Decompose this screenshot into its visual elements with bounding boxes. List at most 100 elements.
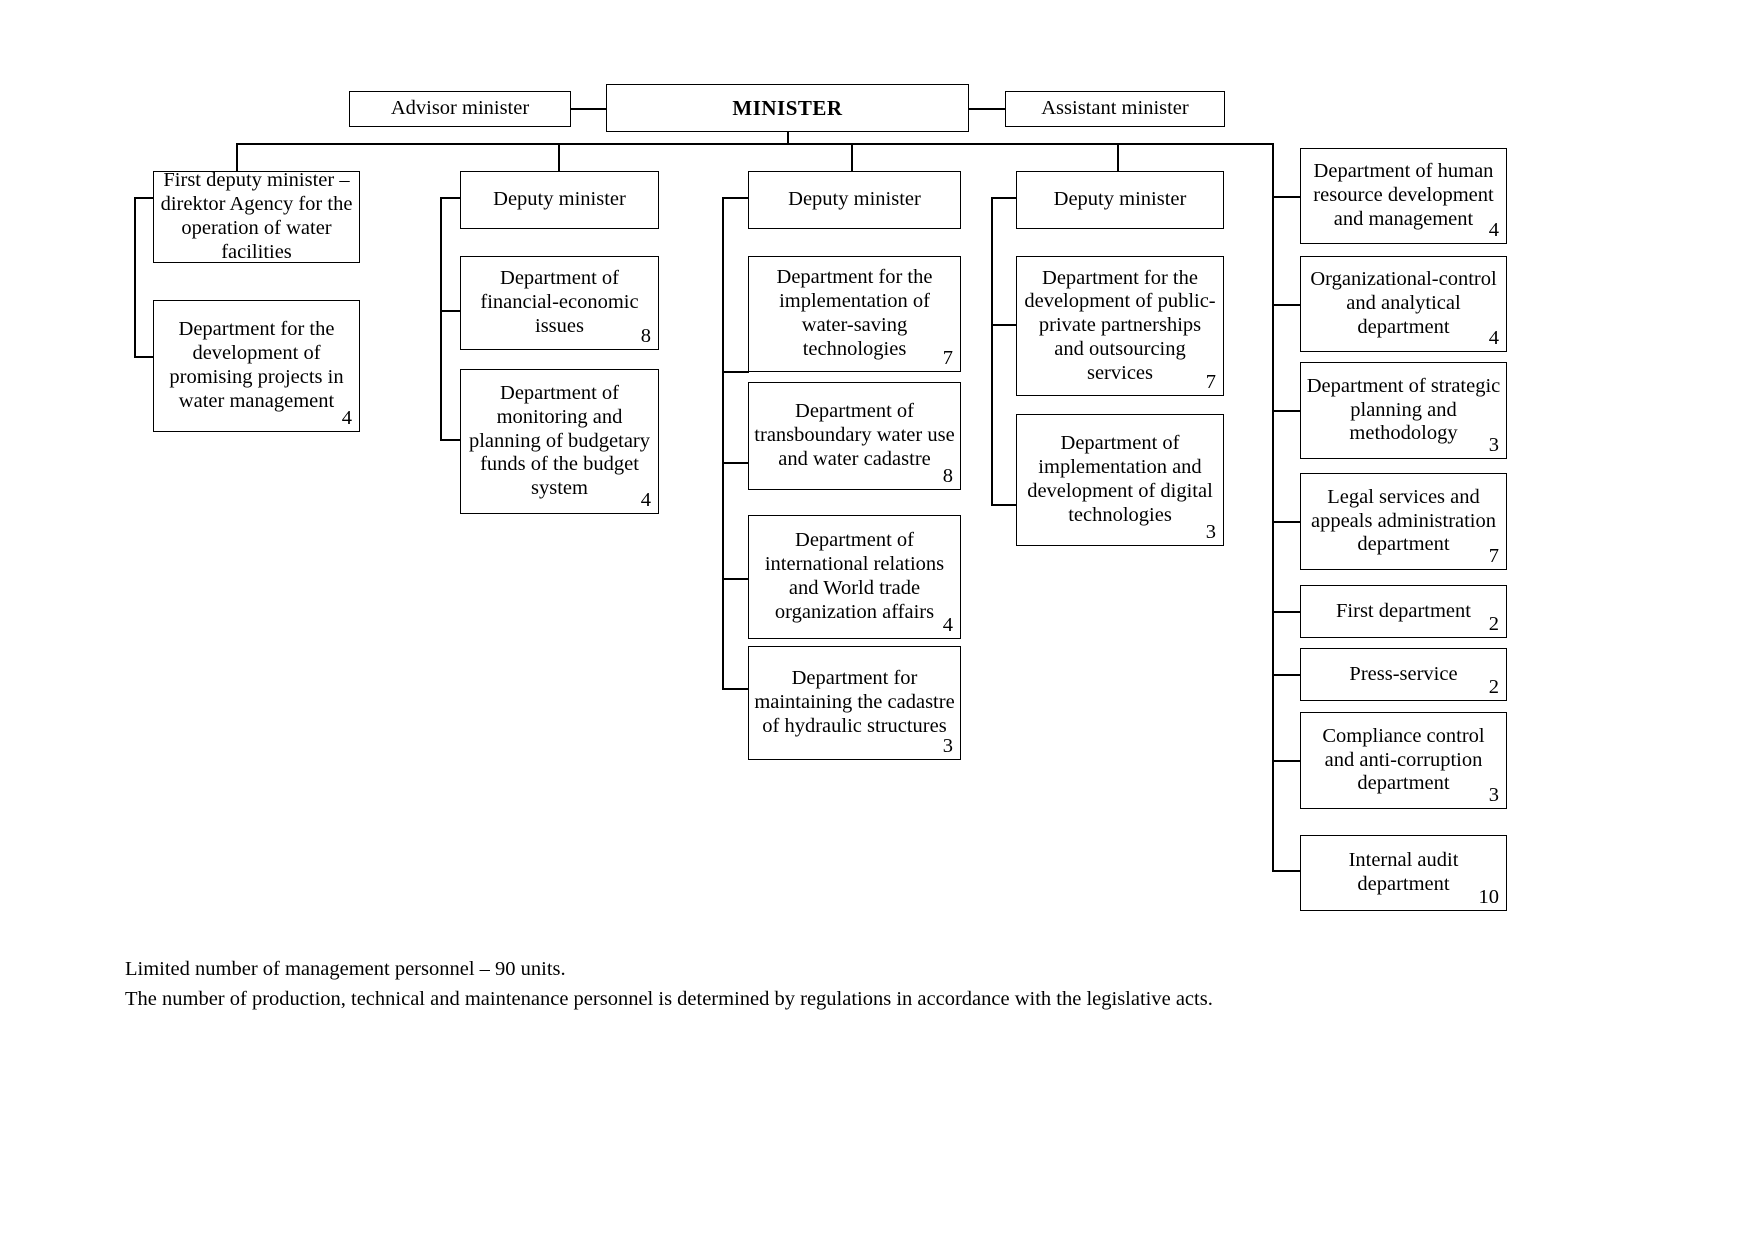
connector-advisor-to-minister xyxy=(571,108,606,110)
box-count: 4 xyxy=(1488,219,1499,242)
connector-bus-drop-col4 xyxy=(1117,143,1119,171)
box-label: Department for the implementation of wat… xyxy=(776,266,933,360)
connector-minister-to-assistant xyxy=(969,108,1005,110)
box-label: Internal audit department xyxy=(1348,849,1459,895)
connector-col5-to-item6 xyxy=(1272,674,1301,676)
box-dept-human-resource[interactable]: Department of human resource development… xyxy=(1300,148,1507,244)
connector-col5-to-item1 xyxy=(1272,196,1301,198)
connector-bus-drop-col5 xyxy=(1272,143,1274,870)
box-dept-strategic-planning[interactable]: Department of strategic planning and met… xyxy=(1300,362,1507,459)
connector-minister-down xyxy=(787,132,789,144)
box-label: Organizational-control and analytical de… xyxy=(1310,268,1497,338)
connector-col2-to-item1 xyxy=(440,310,461,312)
box-dept-organizational-control[interactable]: Organizational-control and analytical de… xyxy=(1300,256,1507,352)
box-count: 8 xyxy=(942,465,953,488)
box-label: Advisor minister xyxy=(390,97,530,120)
footnotes: Limited number of management personnel –… xyxy=(125,955,1375,1014)
box-count: 4 xyxy=(640,489,651,512)
connector-col5-to-item8 xyxy=(1272,870,1301,872)
box-dept-compliance-control[interactable]: Compliance control and anti-corruption d… xyxy=(1300,712,1507,809)
box-dept-monitoring-budget[interactable]: Department of monitoring and planning of… xyxy=(460,369,659,514)
connector-col4-spine xyxy=(991,197,993,505)
connector-col3-to-item4 xyxy=(722,688,749,690)
box-label: First deputy minister – direktor Agency … xyxy=(160,169,353,263)
box-count: 7 xyxy=(942,347,953,370)
box-count: 3 xyxy=(1488,434,1499,457)
connector-col5-to-item4 xyxy=(1272,521,1301,523)
connector-col5-to-item7 xyxy=(1272,760,1301,762)
footnote-line-1: Limited number of management personnel –… xyxy=(125,958,566,980)
connector-col5-to-item3 xyxy=(1272,410,1301,412)
box-count: 4 xyxy=(1488,327,1499,350)
connector-col2-to-item2 xyxy=(440,439,461,441)
box-assistant-minister[interactable]: Assistant minister xyxy=(1005,91,1225,127)
box-dept-legal-services[interactable]: Legal services and appeals administratio… xyxy=(1300,473,1507,570)
box-dept-internal-audit[interactable]: Internal audit department 10 xyxy=(1300,835,1507,911)
connector-col4-to-item2 xyxy=(991,504,1017,506)
box-count: 2 xyxy=(1488,613,1499,636)
box-deputy-minister-finance[interactable]: Deputy minister xyxy=(460,171,659,229)
box-first-deputy-minister[interactable]: First deputy minister – direktor Agency … xyxy=(153,169,360,263)
box-label: Deputy minister xyxy=(493,188,626,211)
box-label: Department of international relations an… xyxy=(764,529,945,623)
box-count: 3 xyxy=(1205,521,1216,544)
box-deputy-minister-ppp[interactable]: Deputy minister xyxy=(1016,171,1224,229)
box-label: Department of monitoring and planning of… xyxy=(468,382,651,500)
box-minister[interactable]: MINISTER xyxy=(606,84,969,132)
box-dept-press-service[interactable]: Press-service 2 xyxy=(1300,648,1507,701)
connector-col3-to-head xyxy=(722,197,749,199)
box-label: Assistant minister xyxy=(1041,97,1189,120)
box-label: Department for the development of public… xyxy=(1024,266,1216,384)
connector-col2-to-head xyxy=(440,197,461,199)
footnote-line-2: The number of production, technical and … xyxy=(125,987,1213,1010)
box-count: 7 xyxy=(1488,545,1499,568)
connector-bus-drop-col1 xyxy=(236,143,238,171)
box-count: 3 xyxy=(942,735,953,758)
box-label: Department of strategic planning and met… xyxy=(1306,374,1501,445)
connector-col1-spine xyxy=(134,197,136,357)
connector-col1-to-head xyxy=(134,197,154,199)
box-label: Department of financial-economic issues xyxy=(480,267,639,337)
box-count: 2 xyxy=(1488,676,1499,699)
box-label: Department of transboundary water use an… xyxy=(754,400,955,470)
box-count: 4 xyxy=(942,614,953,637)
box-count: 7 xyxy=(1205,371,1216,394)
box-label: Deputy minister xyxy=(1053,188,1187,211)
connector-col3-to-item2 xyxy=(722,462,749,464)
box-label: Deputy minister xyxy=(788,188,921,211)
box-label: Department of human resource development… xyxy=(1313,160,1494,230)
connector-col2-spine xyxy=(440,197,442,440)
connector-bus-drop-col3 xyxy=(851,143,853,171)
box-label: Department for maintaining the cadastre … xyxy=(754,667,955,737)
connector-col5-to-item2 xyxy=(1272,304,1301,306)
connector-bus-drop-col2 xyxy=(558,143,560,171)
box-dept-digital-technologies[interactable]: Department of implementation and develop… xyxy=(1016,414,1224,546)
connector-col4-to-head xyxy=(991,197,1017,199)
box-label: Department of implementation and develop… xyxy=(1027,432,1213,526)
box-dept-public-private-partnerships[interactable]: Department for the development of public… xyxy=(1016,256,1224,396)
box-count: 10 xyxy=(1478,886,1500,909)
connector-col5-to-item5 xyxy=(1272,611,1301,613)
box-label: Legal services and appeals administratio… xyxy=(1310,485,1497,556)
connector-col3-spine xyxy=(722,197,724,689)
box-dept-water-saving-tech[interactable]: Department for the implementation of wat… xyxy=(748,256,961,372)
connector-col4-to-item1 xyxy=(991,324,1017,326)
box-dept-financial-economic[interactable]: Department of financial-economic issues … xyxy=(460,256,659,350)
box-label: Department for the development of promis… xyxy=(169,318,344,412)
connector-col3-to-item3 xyxy=(722,578,749,580)
box-label: Press-service xyxy=(1349,662,1458,685)
box-count: 4 xyxy=(341,407,352,430)
box-dept-transboundary-water[interactable]: Department of transboundary water use an… xyxy=(748,382,961,490)
box-dept-international-relations[interactable]: Department of international relations an… xyxy=(748,515,961,639)
connector-col1-to-item1 xyxy=(134,356,154,358)
box-dept-first-department[interactable]: First department 2 xyxy=(1300,585,1507,638)
box-label: First department xyxy=(1336,599,1471,622)
box-dept-promising-projects[interactable]: Department for the development of promis… xyxy=(153,300,360,432)
box-advisor-minister[interactable]: Advisor minister xyxy=(349,91,571,127)
box-deputy-minister-water[interactable]: Deputy minister xyxy=(748,171,961,229)
box-label: Compliance control and anti-corruption d… xyxy=(1322,724,1485,795)
box-count: 8 xyxy=(640,325,651,348)
box-count: 3 xyxy=(1488,784,1499,807)
box-dept-hydraulic-cadastre[interactable]: Department for maintaining the cadastre … xyxy=(748,646,961,760)
